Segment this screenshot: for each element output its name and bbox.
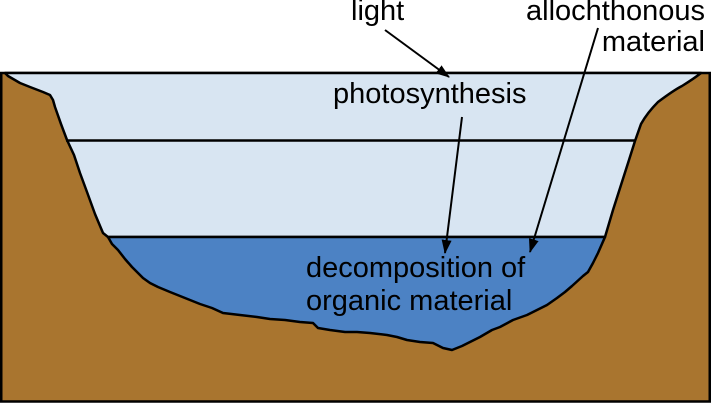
allochthonous-material-label: allochthonous material — [526, 0, 705, 58]
decomposition-label-line2: organic material — [306, 285, 513, 317]
photosynthesis-label: photosynthesis — [333, 78, 527, 110]
light-label: light — [351, 0, 405, 27]
light-arrow — [384, 29, 450, 78]
allochthonous-material-label-line2: material — [601, 26, 705, 58]
decomposition-label-line1: decomposition of — [306, 252, 526, 284]
allochthonous-material-label-line1: allochthonous — [526, 0, 705, 27]
upper-water-layers — [3, 71, 703, 239]
decomposition-label: decomposition of organic material — [306, 252, 525, 318]
allochthonous-arrow — [528, 27, 599, 253]
photosynthesis-arrow — [441, 116, 463, 254]
deep-water-layer — [106, 235, 607, 352]
